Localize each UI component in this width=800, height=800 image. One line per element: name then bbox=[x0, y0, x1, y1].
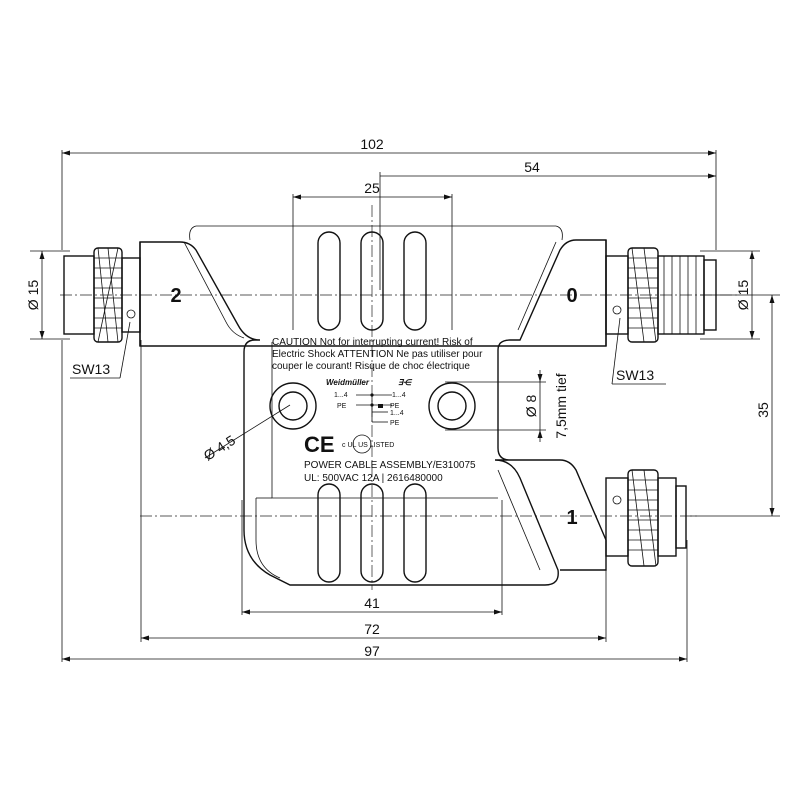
dim-width-41: 41 bbox=[364, 595, 380, 611]
dim-vertical-spacing: 35 bbox=[755, 402, 771, 418]
pe-out-2-label: PE bbox=[390, 420, 400, 427]
port-label-2: 2 bbox=[170, 285, 181, 307]
port-label-1: 1 bbox=[566, 507, 577, 529]
connector-right-top bbox=[605, 247, 717, 343]
ce-mark: CE bbox=[304, 432, 335, 457]
wiring-schematic bbox=[356, 393, 392, 423]
pin-in-label: 1...4 bbox=[334, 392, 348, 399]
pin-out-1-label: 1...4 bbox=[392, 392, 406, 399]
pin-out-2-label: 1...4 bbox=[390, 410, 404, 417]
dim-right-offset: 54 bbox=[524, 159, 540, 175]
dim-width-97: 97 bbox=[364, 643, 380, 659]
ul-logo-icon bbox=[352, 434, 372, 454]
dim-bore-diameter: Ø 8 bbox=[523, 395, 539, 418]
pe-in-label: PE bbox=[337, 403, 347, 410]
dim-left-diameter: Ø 15 bbox=[25, 280, 41, 311]
caution-line-2: Electric Shock ATTENTION Ne pas utiliser… bbox=[272, 349, 483, 360]
wrench-size-left: SW13 bbox=[72, 361, 110, 377]
mounting-holes bbox=[269, 382, 476, 430]
product-line-2: UL: 500VAC 12A | 2616480000 bbox=[304, 473, 443, 484]
connector-right-bottom bbox=[605, 469, 687, 567]
cul-mark: c UL US LISTED bbox=[342, 442, 394, 449]
dim-right-diameter: Ø 15 bbox=[735, 280, 751, 311]
cooling-ribs bbox=[317, 231, 427, 583]
brand-name: Weidmüller bbox=[326, 378, 370, 387]
dim-width-72: 72 bbox=[364, 621, 380, 637]
product-line-1: POWER CABLE ASSEMBLY/E310075 bbox=[304, 460, 476, 471]
dimension-lines bbox=[30, 150, 780, 662]
port-label-0: 0 bbox=[566, 285, 577, 307]
brand-symbol: ∃⋲ bbox=[398, 378, 413, 387]
caution-line-1: CAUTION Not for interrupting current! Ri… bbox=[272, 337, 473, 348]
dim-slot-width: 25 bbox=[364, 180, 380, 196]
dim-overall-top: 102 bbox=[360, 136, 384, 152]
pe-out-1-label: PE bbox=[390, 403, 400, 410]
wrench-size-right: SW13 bbox=[616, 367, 654, 383]
dim-hole-diameter: Ø 4,5 bbox=[201, 432, 239, 464]
dim-bore-depth: 7,5mm tief bbox=[553, 373, 569, 438]
connector-left bbox=[63, 247, 141, 343]
caution-line-3: couper le courant! Risque de choc électr… bbox=[272, 361, 470, 372]
